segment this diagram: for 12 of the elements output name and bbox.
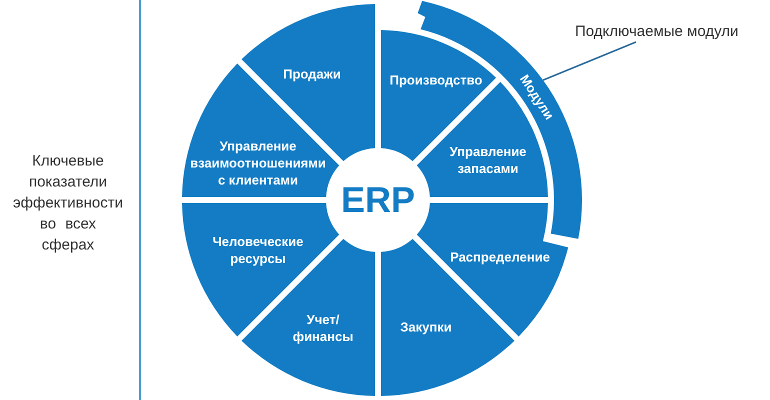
segment-label: Закупки xyxy=(400,318,452,336)
segment-label: Учет/ финансы xyxy=(292,311,354,345)
segment-label: Распределение xyxy=(450,248,550,266)
segment-label: Производство xyxy=(390,72,482,88)
segment-label: Продажи xyxy=(283,66,341,82)
segment-label: Человеческие ресурсы xyxy=(212,233,304,267)
segment-label: Управление взаимоотношениями с клиентами xyxy=(190,138,326,188)
segment-label: Управление запасами xyxy=(450,143,526,177)
side-label: Ключевые показатели эффективности во всех сферах xyxy=(13,152,123,256)
leader-line xyxy=(542,41,636,81)
callout-label: Подключаемые модули xyxy=(575,22,738,42)
center-title: ERP xyxy=(340,180,416,220)
